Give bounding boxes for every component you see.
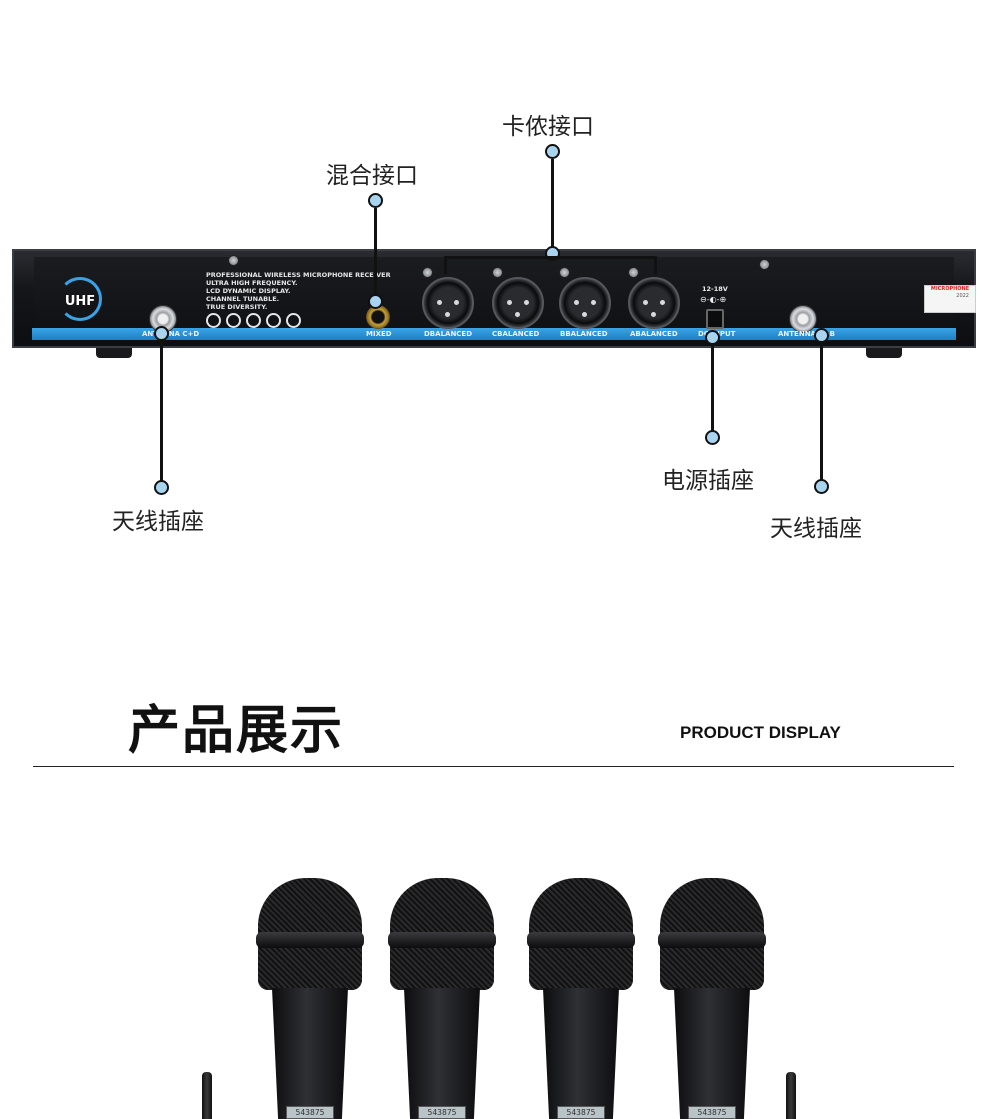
callout-line xyxy=(711,344,714,432)
antenna-ab-connector[interactable] xyxy=(789,305,817,333)
callout-dot xyxy=(814,479,829,494)
xlr-connector-b[interactable] xyxy=(559,277,611,329)
spec-line: ULTRA HIGH FREQUENCY. xyxy=(206,279,298,287)
microphone-1: 543875 xyxy=(256,878,364,1119)
mic-lcd-display: 543875 xyxy=(418,1106,466,1119)
callout-label-antenna-right: 天线插座 xyxy=(770,516,862,542)
mixed-output-jack[interactable] xyxy=(366,305,390,329)
callout-dot xyxy=(154,326,169,341)
spec-line: TRUE DIVERSITY. xyxy=(206,303,268,311)
callout-line xyxy=(374,208,377,296)
receiver-antenna-left xyxy=(202,1072,212,1119)
callout-dot xyxy=(545,144,560,159)
strip-label-mixed: MIXED xyxy=(366,330,392,338)
spec-text-block: PROFESSIONAL WIRELESS MICROPHONE RECEIVE… xyxy=(206,271,391,311)
spec-line: CHANNEL TUNABLE. xyxy=(206,295,280,303)
callout-dot xyxy=(368,193,383,208)
microphone-4: 543875 xyxy=(658,878,766,1119)
callout-line xyxy=(551,159,554,253)
mic-handle xyxy=(674,988,750,1119)
dc-polarity-symbol: ⊖-◐-⊕ xyxy=(700,295,727,304)
xlr-connector-c[interactable] xyxy=(492,277,544,329)
mic-handle xyxy=(543,988,619,1119)
uhf-logo: UHF xyxy=(58,277,102,321)
callout-bracket xyxy=(444,256,657,259)
receiver-antenna-right xyxy=(786,1072,796,1119)
certification-icons xyxy=(206,313,301,328)
screw xyxy=(628,267,639,278)
mic-handle xyxy=(404,988,480,1119)
callout-line xyxy=(160,340,163,482)
receiver-rear-panel: UHF PROFESSIONAL WIRELESS MICROPHONE REC… xyxy=(12,249,976,348)
callout-dot xyxy=(705,330,720,345)
certification-icon xyxy=(246,313,261,328)
mic-lcd-display: 543875 xyxy=(688,1106,736,1119)
callout-label-mixed: 混合接口 xyxy=(326,163,418,189)
section-title: 产品展示 xyxy=(128,701,345,761)
callout-bracket-left xyxy=(444,256,447,274)
mic-lcd-display: 543875 xyxy=(557,1106,605,1119)
xlr-connector-d[interactable] xyxy=(422,277,474,329)
mic-ring xyxy=(388,932,496,948)
screw xyxy=(759,259,770,270)
spec-line: PROFESSIONAL WIRELESS MICROPHONE RECEIVE… xyxy=(206,271,391,279)
blue-label-strip xyxy=(32,328,956,340)
sticker-year: 2022 xyxy=(956,293,969,299)
callout-dot xyxy=(814,328,829,343)
section-divider xyxy=(33,766,954,767)
microphone-3: 543875 xyxy=(527,878,635,1119)
strip-label-antenna-ab: ANTENNA A+B xyxy=(778,330,836,338)
strip-label-c-balanced: CBALANCED xyxy=(492,330,540,338)
certification-icon xyxy=(286,313,301,328)
mic-ring xyxy=(256,932,364,948)
certification-icon xyxy=(226,313,241,328)
receiver-foot xyxy=(866,348,902,358)
callout-line xyxy=(820,342,823,482)
callout-label-antenna-left: 天线插座 xyxy=(112,509,204,535)
voltage-label: 12-18V xyxy=(702,285,728,293)
spec-line: LCD DYNAMIC DISPLAY. xyxy=(206,287,291,295)
certification-icon xyxy=(266,313,281,328)
callout-dot xyxy=(705,430,720,445)
microphone-2: 543875 xyxy=(388,878,496,1119)
strip-label-b-balanced: BBALANCED xyxy=(560,330,608,338)
strip-label-a-balanced: ABALANCED xyxy=(630,330,678,338)
strip-label-d-balanced: DBALANCED xyxy=(424,330,473,338)
certification-icon xyxy=(206,313,221,328)
mic-ring xyxy=(658,932,766,948)
mic-ring xyxy=(527,932,635,948)
receiver-foot xyxy=(96,348,132,358)
screw xyxy=(559,267,570,278)
screw xyxy=(422,267,433,278)
section-subtitle: PRODUCT DISPLAY xyxy=(680,723,841,742)
mic-handle xyxy=(272,988,348,1119)
callout-bracket-right xyxy=(654,256,657,274)
callout-dot xyxy=(154,480,169,495)
dc-power-jack[interactable] xyxy=(706,309,724,329)
callout-label-xlr: 卡侬接口 xyxy=(502,114,594,140)
serial-sticker: MICROPHONE 2022 xyxy=(924,285,976,313)
sticker-title: MICROPHONE xyxy=(930,286,970,292)
screw xyxy=(228,255,239,266)
callout-dot xyxy=(368,294,383,309)
screw xyxy=(492,267,503,278)
callout-label-power: 电源插座 xyxy=(662,468,754,494)
strip-label-antenna-cd: ANTENNA C+D xyxy=(142,330,200,338)
xlr-connector-a[interactable] xyxy=(628,277,680,329)
mic-lcd-display: 543875 xyxy=(286,1106,334,1119)
